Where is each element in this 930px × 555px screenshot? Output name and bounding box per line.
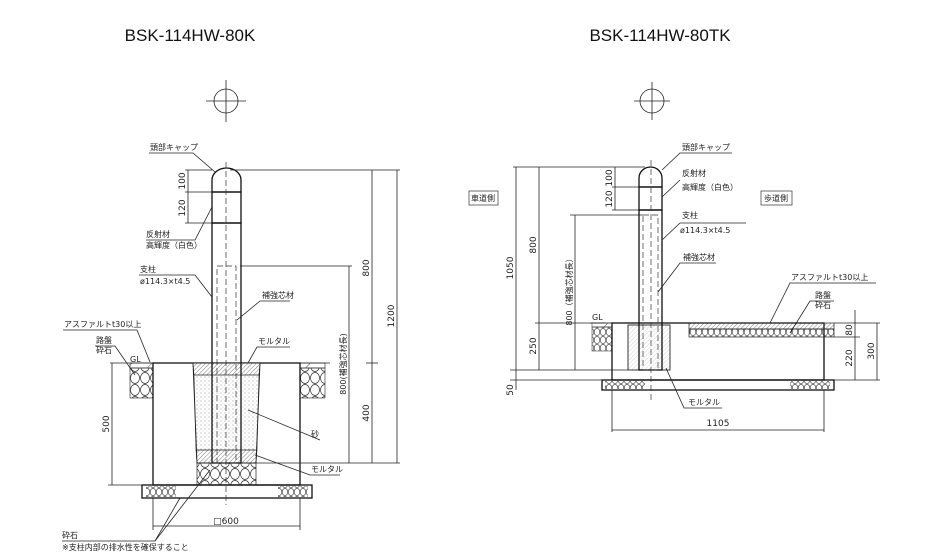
gravel-layer xyxy=(591,326,613,352)
head-cap xyxy=(638,166,663,188)
label-cap: 頭部キャップ xyxy=(682,142,730,152)
dimensions: 100 120 1200 800 400 800(補強芯材長) 500 □600 xyxy=(102,169,400,530)
dimensions: 1050 800 250 50 800（補強芯材長） 100 120 80 22… xyxy=(506,166,880,432)
base-gravel xyxy=(146,486,176,497)
label-roadbed-gravel: 砕石 xyxy=(96,345,112,355)
base-slab xyxy=(141,484,313,499)
dim-cap: 100 xyxy=(178,172,188,189)
base-gravel xyxy=(790,381,830,389)
reinforcement-core xyxy=(216,265,237,464)
reflector-band xyxy=(211,191,242,224)
head-cap xyxy=(211,167,242,193)
dim-core-length: 800（補強芯材長） xyxy=(564,254,574,325)
base-slab xyxy=(601,379,835,391)
label-post: 支柱 xyxy=(682,210,698,220)
sidewalk-gravel xyxy=(688,328,835,338)
annotations: 頭部キャップ 反射材 高輝度（白色） 支柱 ø114.3×t4.5 補強芯材 ア… xyxy=(592,142,876,409)
label-sidewalk: 歩道側 xyxy=(764,193,788,203)
gravel-layer xyxy=(299,367,326,399)
dim-core-length: 800(補強芯材長) xyxy=(338,333,348,395)
label-mortar-top: モルタル xyxy=(258,337,290,346)
dim-base: 50 xyxy=(506,384,516,396)
drainage-note: ※支柱内部の排水性を確保すること xyxy=(62,542,189,552)
label-core: 補強芯材 xyxy=(262,290,294,300)
label-reflector: 反射材 xyxy=(682,168,706,178)
annotations: 頭部キャップ 反射材 高輝度（白色） 支柱 ø114.3×t4.5 補強芯材 ア… xyxy=(62,142,343,552)
label-roadbed: 路盤 xyxy=(96,335,112,345)
plan-view-symbol xyxy=(206,80,246,122)
mortar-top xyxy=(192,362,261,376)
label-core: 補強芯材 xyxy=(683,252,715,262)
mortar-fill xyxy=(628,325,670,370)
label-asphalt: アスファルトt30以上 xyxy=(791,273,868,282)
dim-asphalt-layer: 80 xyxy=(845,324,855,336)
asphalt-layer xyxy=(299,362,326,369)
dim-above: 800 xyxy=(362,259,372,276)
dim-cap: 100 xyxy=(605,169,615,186)
dim-above: 800 xyxy=(529,236,539,253)
dim-concrete: 220 xyxy=(845,349,855,366)
plan-view-symbol xyxy=(634,82,670,120)
roadway-side-tag: 車道側 xyxy=(468,190,499,206)
label-roadbed-gravel: 砕石 xyxy=(815,300,831,310)
label-roadbed: 路盤 xyxy=(815,290,831,300)
dim-width: □600 xyxy=(213,517,239,527)
dim-reflector: 120 xyxy=(605,190,615,207)
left-title: BSK-114HW-80K xyxy=(125,26,256,45)
left-drawing: BSK-114HW-80K 100 1 xyxy=(62,26,400,552)
sidewalk-asphalt xyxy=(688,322,835,330)
label-cap: 頭部キャップ xyxy=(150,142,198,152)
dim-total: 1200 xyxy=(387,304,397,327)
label-sand: 砂 xyxy=(311,429,319,439)
label-post-size: ø114.3×t4.5 xyxy=(680,226,730,235)
label-roadway: 車道側 xyxy=(471,193,495,203)
asphalt-layer xyxy=(591,322,613,328)
label-post-size: ø114.3×t4.5 xyxy=(140,277,190,286)
label-post: 支柱 xyxy=(140,264,156,274)
label-asphalt: アスファルトt30以上 xyxy=(64,320,141,329)
label-mortar: モルタル xyxy=(688,398,720,407)
dim-depth: 500 xyxy=(102,415,112,432)
base-gravel xyxy=(278,486,308,497)
dim-total: 1050 xyxy=(506,256,516,279)
label-gravel: 砕石 xyxy=(62,530,78,540)
base-gravel xyxy=(605,381,645,389)
sidewalk-side-tag: 歩道側 xyxy=(760,190,793,206)
gravel-drain xyxy=(196,462,257,486)
label-gl: GL xyxy=(592,313,603,322)
right-title: BSK-114HW-80TK xyxy=(589,26,731,45)
label-mortar-bottom: モルタル xyxy=(311,465,343,474)
dim-reflector: 120 xyxy=(178,199,188,216)
sand-fill xyxy=(193,374,260,451)
dim-below: 400 xyxy=(362,404,372,421)
dim-depth: 300 xyxy=(867,342,877,359)
label-gl: GL xyxy=(130,355,141,364)
reinforcement-core xyxy=(642,214,659,371)
label-reflector-brightness: 高輝度（白色） xyxy=(682,182,738,192)
label-reflector: 反射材 xyxy=(146,229,170,239)
dim-width: 1105 xyxy=(707,419,730,429)
dim-below: 250 xyxy=(529,337,539,354)
label-reflector-brightness: 高輝度（白色） xyxy=(146,240,202,250)
reflector-band xyxy=(638,186,663,211)
mortar-bottom xyxy=(195,449,258,464)
right-drawing: BSK-114HW-80TK 車道側 歩道側 xyxy=(468,26,880,432)
